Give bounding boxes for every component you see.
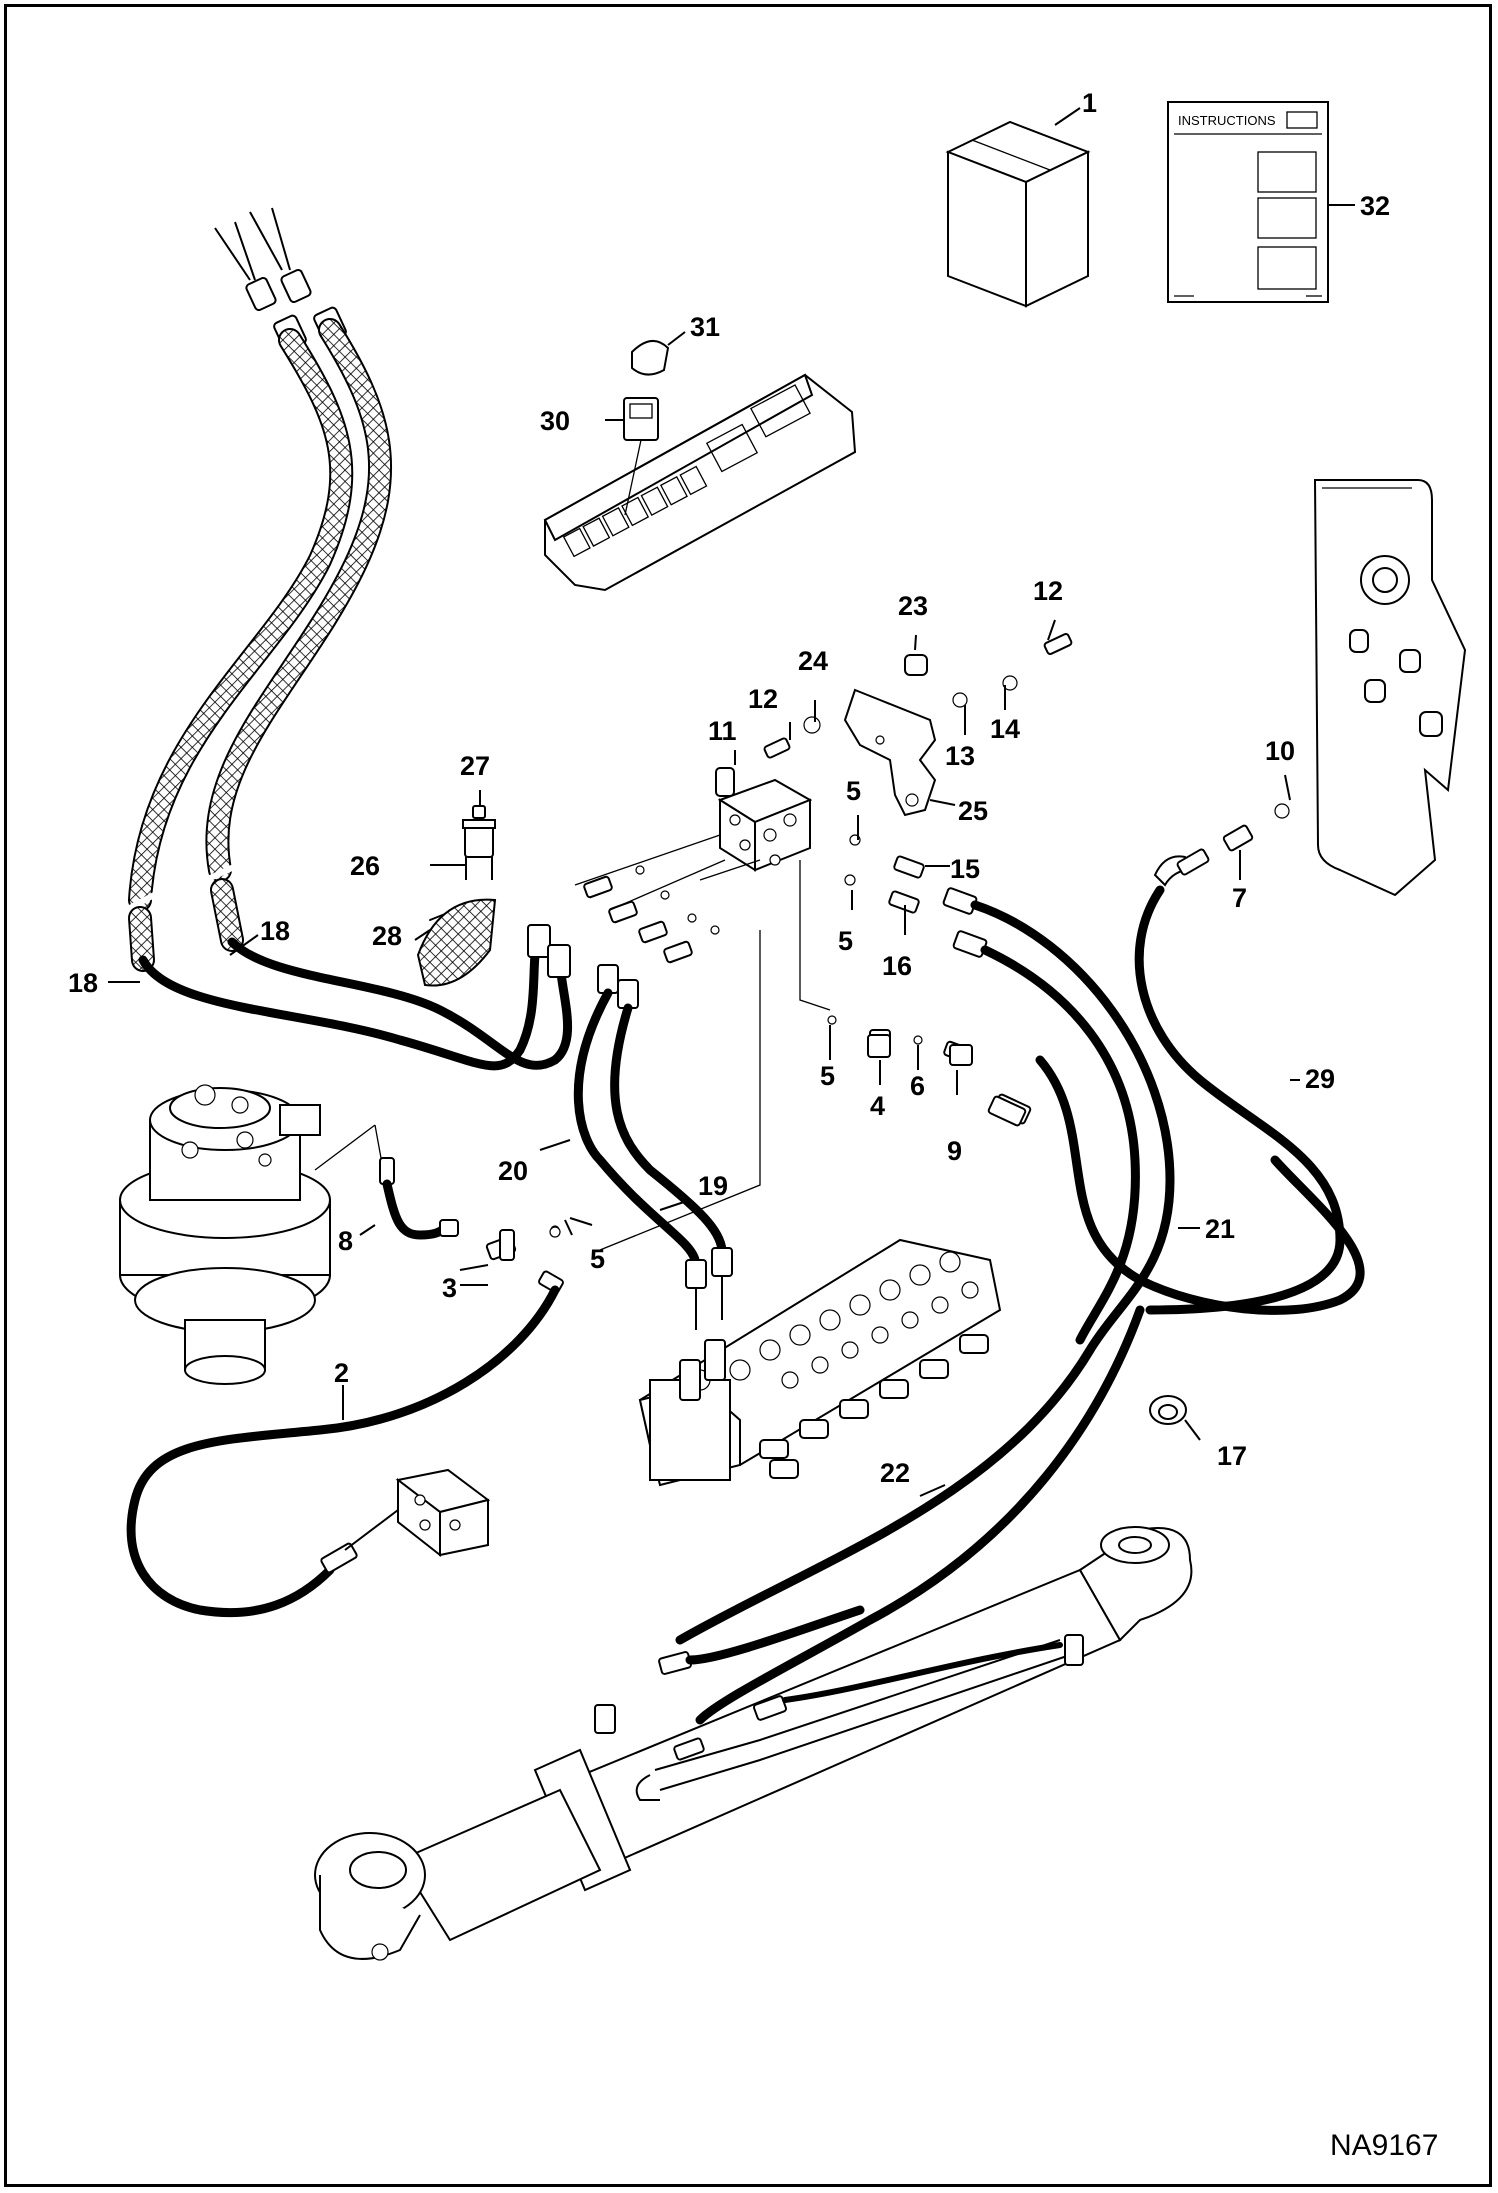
swing-motor bbox=[119, 1084, 386, 1385]
callout-31: 31 bbox=[690, 312, 720, 342]
leader-lines bbox=[108, 107, 1355, 1497]
callout-22: 22 bbox=[880, 1458, 910, 1488]
hardware bbox=[462, 633, 1073, 880]
callout-17: 17 bbox=[1217, 1441, 1247, 1471]
callout-12-top: 12 bbox=[1033, 576, 1063, 606]
callout-3: 3 bbox=[442, 1273, 457, 1303]
small-valve-block bbox=[344, 1468, 491, 1558]
callout-26: 26 bbox=[350, 851, 380, 881]
callout-27: 27 bbox=[460, 751, 490, 781]
callout-29: 29 bbox=[1305, 1064, 1335, 1094]
callout-5-top: 5 bbox=[846, 776, 861, 806]
callout-14: 14 bbox=[990, 714, 1020, 744]
callout-16: 16 bbox=[882, 951, 912, 981]
callout-21: 21 bbox=[1205, 1214, 1235, 1244]
callout-20: 20 bbox=[498, 1156, 528, 1186]
callout-18-right: 18 bbox=[260, 916, 290, 946]
callout-10: 10 bbox=[1265, 736, 1295, 766]
callout-23: 23 bbox=[898, 591, 928, 621]
instructions-title: INSTRUCTIONS bbox=[1178, 113, 1276, 128]
hose-2 bbox=[126, 1285, 560, 1618]
callout-labels: 1 32 31 30 12 23 24 12 14 13 25 11 27 26… bbox=[68, 88, 1390, 1488]
hydraulic-cylinder bbox=[314, 1526, 1193, 1961]
callout-28: 28 bbox=[372, 921, 402, 951]
callout-2: 2 bbox=[334, 1358, 349, 1388]
mounting-plate bbox=[1313, 479, 1467, 897]
callout-24: 24 bbox=[798, 646, 828, 676]
callout-9: 9 bbox=[947, 1136, 962, 1166]
callout-11: 11 bbox=[708, 716, 737, 746]
bracket bbox=[843, 688, 937, 817]
hose-29 bbox=[1134, 803, 1345, 1315]
callout-30: 30 bbox=[540, 406, 570, 436]
callout-4: 4 bbox=[870, 1091, 885, 1121]
wear-pad bbox=[416, 898, 497, 987]
callout-1: 1 bbox=[1082, 88, 1097, 118]
control-valve bbox=[638, 1238, 1002, 1487]
kit-box bbox=[945, 120, 1091, 308]
callout-13: 13 bbox=[945, 741, 975, 771]
callout-18-left: 18 bbox=[68, 968, 98, 998]
callout-8: 8 bbox=[338, 1226, 353, 1256]
callout-7: 7 bbox=[1232, 883, 1247, 913]
manifold-fittings bbox=[550, 834, 973, 1251]
fittings-4-6-9 bbox=[867, 1034, 1027, 1127]
hose-ends bbox=[685, 1605, 1063, 1703]
hose-21 bbox=[675, 887, 1175, 1645]
hose-8-and-fitting-3 bbox=[379, 1157, 564, 1294]
instruction-sheet: INSTRUCTIONS bbox=[1167, 101, 1329, 303]
callout-5-low: 5 bbox=[820, 1061, 835, 1091]
callout-25: 25 bbox=[958, 796, 988, 826]
grommet bbox=[1149, 1395, 1187, 1425]
callout-19: 19 bbox=[698, 1171, 728, 1201]
figure-code: NA9167 bbox=[1330, 2129, 1438, 2162]
callout-5-bottom: 5 bbox=[590, 1244, 605, 1274]
braided-hoses bbox=[124, 207, 573, 1071]
manifold-block bbox=[715, 767, 813, 872]
callout-12-left: 12 bbox=[748, 684, 778, 714]
callout-32: 32 bbox=[1360, 191, 1390, 221]
hoses-19-20 bbox=[573, 964, 733, 1330]
callout-5-mid: 5 bbox=[838, 926, 853, 956]
callout-15: 15 bbox=[950, 854, 980, 884]
callout-6: 6 bbox=[910, 1071, 925, 1101]
switch-panel bbox=[543, 340, 857, 592]
